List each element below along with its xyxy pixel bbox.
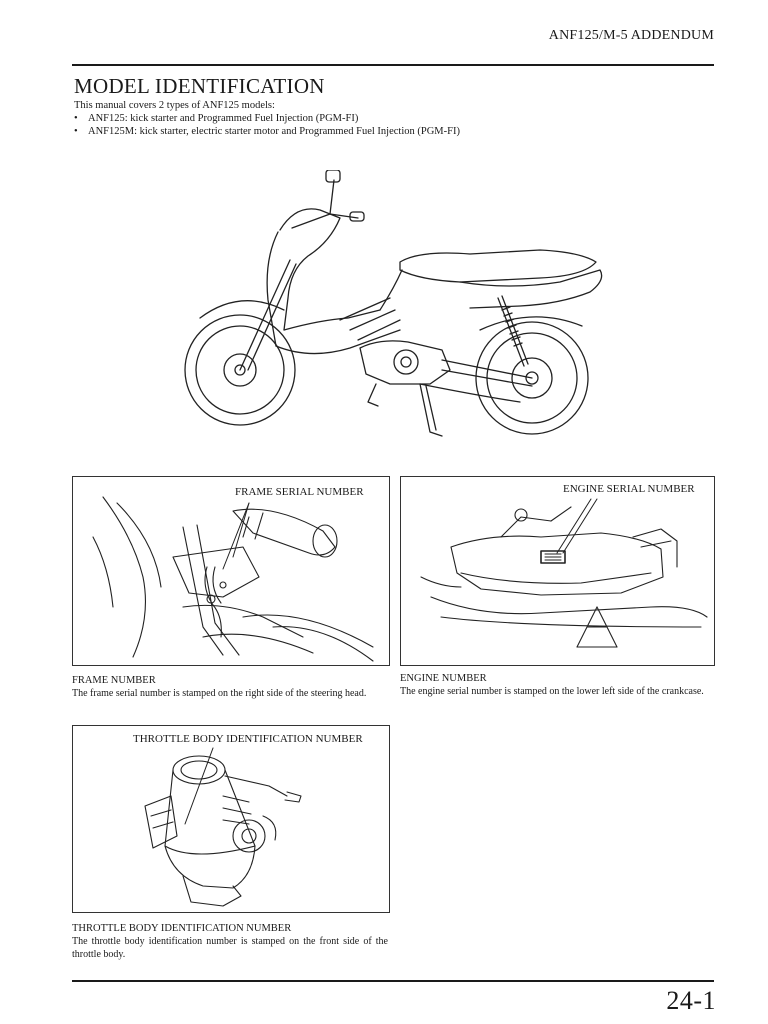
- engine-serial-label: ENGINE SERIAL NUMBER: [561, 483, 697, 495]
- bullet-item: • ANF125: kick starter and Programmed Fue…: [74, 112, 358, 125]
- motorcycle-illustration: [184, 170, 603, 437]
- frame-serial-figure: FRAME SERIAL NUMBER: [72, 476, 390, 666]
- frame-steering-head-drawing: [92, 496, 374, 662]
- bullet-item: • ANF125M: kick starter, electric starter…: [74, 125, 460, 138]
- throttle-caption-title: THROTTLE BODY IDENTIFICATION NUMBER: [72, 923, 292, 934]
- engine-caption-text: The engine serial number is stamped on t…: [400, 686, 704, 697]
- engine-crankcase-drawing: [420, 498, 708, 648]
- engine-serial-figure: ENGINE SERIAL NUMBER: [400, 476, 715, 666]
- bullet-text: ANF125M: kick starter, electric starter …: [88, 126, 460, 137]
- throttle-id-label: THROTTLE BODY IDENTIFICATION NUMBER: [131, 733, 365, 745]
- bullet-icon: •: [74, 113, 78, 124]
- header-rule: [72, 64, 714, 66]
- throttle-caption: THROTTLE BODY IDENTIFICATION NUMBER The …: [72, 922, 388, 961]
- footer-rule: [72, 980, 714, 982]
- page-header-title: ANF125/M-5 ADDENDUM: [548, 28, 714, 43]
- frame-caption: FRAME NUMBER The frame serial number is …: [72, 674, 388, 700]
- section-title: MODEL IDENTIFICATION: [74, 74, 325, 98]
- bullet-text: ANF125: kick starter and Programmed Fuel…: [88, 113, 359, 124]
- page-number: 24-1: [666, 986, 716, 1015]
- bullet-icon: •: [74, 126, 78, 137]
- engine-caption-title: ENGINE NUMBER: [400, 673, 487, 684]
- frame-serial-label: FRAME SERIAL NUMBER: [233, 486, 366, 498]
- throttle-body-figure: THROTTLE BODY IDENTIFICATION NUMBER: [72, 725, 390, 913]
- intro-text: This manual covers 2 types of ANF125 mod…: [74, 100, 275, 111]
- throttle-caption-text: The throttle body identification number …: [72, 936, 388, 960]
- engine-caption: ENGINE NUMBER The engine serial number i…: [400, 672, 714, 698]
- frame-caption-text: The frame serial number is stamped on th…: [72, 688, 367, 699]
- throttle-body-drawing: [144, 747, 302, 907]
- frame-caption-title: FRAME NUMBER: [72, 675, 156, 686]
